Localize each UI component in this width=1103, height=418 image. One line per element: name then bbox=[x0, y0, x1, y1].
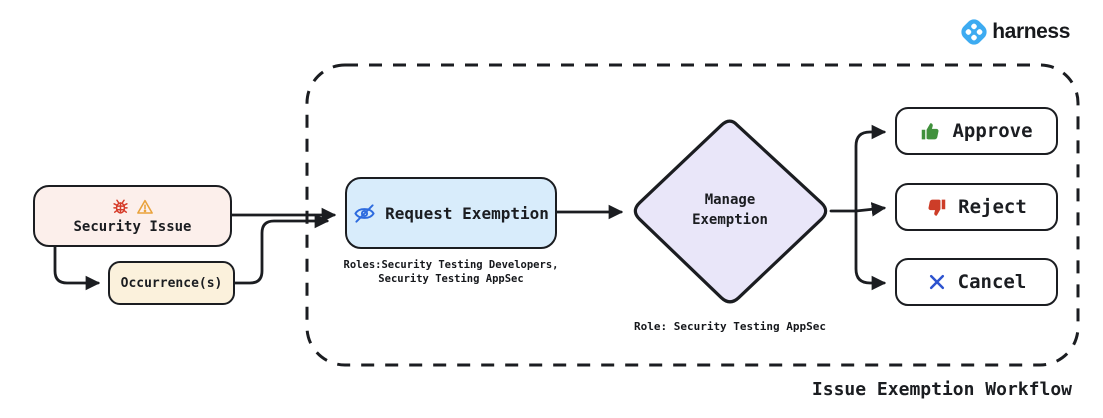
arrow-occurrence-to-request bbox=[233, 213, 330, 285]
node-approve: Approve bbox=[895, 107, 1058, 155]
manage-exemption-label-line2: Exemption bbox=[692, 212, 768, 228]
manage-role-note: Role: Security Testing AppSec bbox=[633, 320, 827, 333]
brand-logo: harness bbox=[959, 17, 1070, 47]
request-roles-note: Roles:Security Testing Developers, Secur… bbox=[321, 259, 581, 286]
arrow-manage-to-cancel bbox=[854, 209, 887, 291]
node-manage-exemption: Manage Exemption bbox=[655, 190, 805, 230]
bug-icon bbox=[112, 198, 129, 215]
security-issue-icons bbox=[112, 198, 154, 216]
node-request-exemption: Request Exemption bbox=[345, 177, 557, 249]
reject-label: Reject bbox=[958, 196, 1027, 218]
manage-exemption-shape bbox=[633, 119, 828, 304]
cancel-label: Cancel bbox=[957, 271, 1027, 293]
request-roles-line2: Security Testing AppSec bbox=[378, 272, 524, 285]
x-icon bbox=[927, 272, 947, 292]
security-issue-label: Security Issue bbox=[73, 218, 192, 235]
node-cancel: Cancel bbox=[895, 258, 1058, 306]
approve-label: Approve bbox=[952, 120, 1033, 142]
brand-name: harness bbox=[992, 20, 1070, 43]
request-roles-line1: Roles:Security Testing Developers, bbox=[343, 259, 559, 271]
arrow-manage-to-approve bbox=[854, 124, 887, 213]
warning-icon bbox=[136, 198, 154, 216]
arrow-manage-to-reject bbox=[854, 202, 887, 217]
occurrence-label: Occurrence(s) bbox=[120, 275, 223, 291]
diagram-caption: Issue Exemption Workflow bbox=[811, 379, 1072, 400]
thumbs-down-icon bbox=[926, 197, 947, 218]
node-security-issue: Security Issue bbox=[33, 185, 232, 247]
arrow-security-to-occurrence bbox=[53, 245, 101, 291]
thumbs-up-icon bbox=[920, 121, 941, 142]
manage-exemption-label-line1: Manage bbox=[704, 192, 756, 208]
node-occurrence: Occurrence(s) bbox=[108, 261, 235, 305]
harness-logo-icon bbox=[959, 17, 989, 47]
request-exemption-label: Request Exemption bbox=[385, 203, 549, 223]
node-reject: Reject bbox=[895, 183, 1058, 231]
eye-slash-icon bbox=[353, 202, 376, 225]
